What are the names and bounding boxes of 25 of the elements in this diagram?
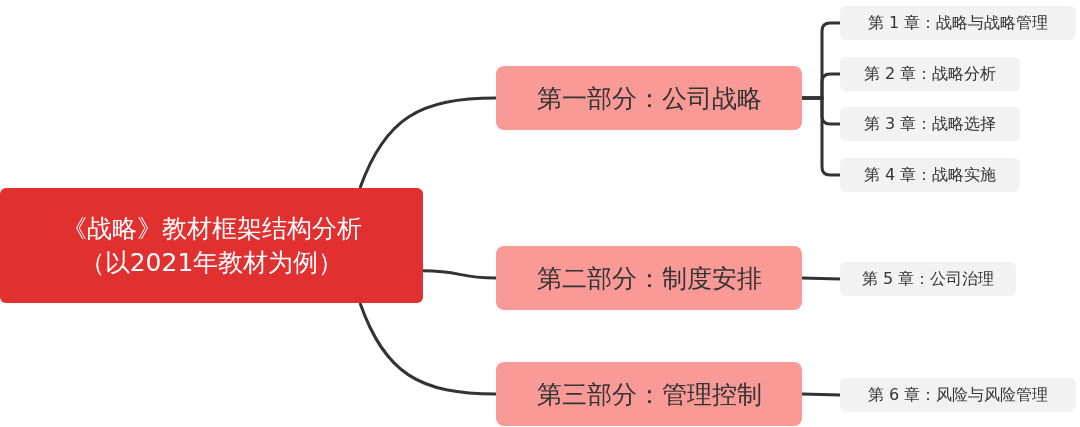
topic-text: 第 1 章：战略与战略管理	[867, 12, 1049, 34]
chapter-topic	[840, 158, 1020, 192]
connector-line	[801, 276, 841, 281]
part-topic	[496, 362, 802, 426]
topic-text: 第一部分：公司战略	[536, 82, 762, 115]
connector-line	[801, 392, 841, 397]
chapter-topic	[840, 57, 1020, 91]
chapter-topic	[840, 107, 1020, 141]
chapter-topic	[840, 378, 1076, 412]
topic-text: 第 4 章：战略实施	[863, 164, 997, 186]
root-topic	[0, 188, 423, 303]
topic-text: 第三部分：管理控制	[536, 378, 762, 411]
part-topic	[496, 246, 802, 310]
topic-text: 第 3 章：战略选择	[863, 113, 997, 135]
connector-line	[358, 96, 497, 189]
connector-line	[422, 269, 497, 280]
connector-line	[358, 302, 497, 396]
chapter-topic	[840, 6, 1076, 40]
topic-text: 第二部分：制度安排	[536, 262, 762, 295]
part-topic	[496, 66, 802, 130]
topic-text: 第 5 章：公司治理	[861, 268, 995, 290]
topic-text: 《战略》教材框架结构分析（以2021年教材为例）	[60, 212, 363, 279]
topic-text: 第 2 章：战略分析	[863, 63, 997, 85]
topic-text: 第 6 章：风险与风险管理	[867, 384, 1049, 406]
chapter-topic	[840, 262, 1016, 296]
